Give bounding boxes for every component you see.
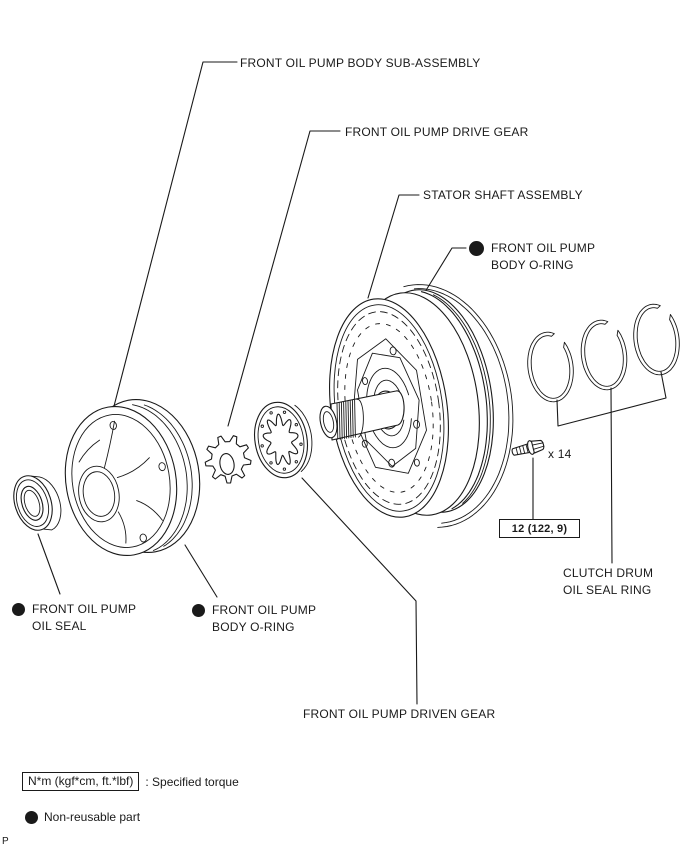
leader-lines bbox=[37, 61, 667, 705]
bolt-quantity-label: x 14 bbox=[548, 447, 572, 461]
front-oil-pump-body bbox=[64, 398, 201, 557]
leader-driven-gear bbox=[301, 477, 418, 705]
callout-text: FRONT OIL PUMP BODY O-RING bbox=[212, 602, 316, 636]
non-reusable-label: Non-reusable part bbox=[44, 810, 141, 824]
callout-text: FRONT OIL PUMP BODY O-RING bbox=[491, 240, 595, 274]
seal-ring-1 bbox=[527, 331, 574, 403]
bolt bbox=[511, 439, 545, 456]
leader-body-sub-assembly bbox=[112, 61, 238, 411]
leader-body-o-ring-upper bbox=[424, 247, 467, 293]
non-reusable-bullet-icon bbox=[469, 241, 484, 256]
callout-line: BODY O-RING bbox=[491, 258, 574, 272]
shaft-splines bbox=[336, 399, 356, 440]
stator-shaft bbox=[319, 390, 405, 441]
body-o-ring-upper-part bbox=[403, 284, 514, 528]
legend-torque: N*m (kgf*cm, ft.*lbf) : Specified torque bbox=[22, 772, 239, 791]
callout-body-sub-assembly: FRONT OIL PUMP BODY SUB-ASSEMBLY bbox=[240, 56, 481, 70]
pump-body-face-details bbox=[78, 420, 166, 544]
non-reusable-bullet-icon bbox=[192, 604, 205, 617]
leader-drive-gear bbox=[227, 130, 341, 427]
callout-line: FRONT OIL PUMP bbox=[32, 602, 137, 616]
front-oil-pump-driven-gear bbox=[254, 401, 313, 479]
callout-line: CLUTCH DRUM bbox=[563, 566, 654, 580]
callout-text: FRONT OIL PUMP OIL SEAL bbox=[32, 601, 136, 635]
seal-ring-3 bbox=[633, 303, 680, 376]
callout-driven-gear: FRONT OIL PUMP DRIVEN GEAR bbox=[303, 707, 496, 721]
non-reusable-bullet-icon bbox=[12, 603, 25, 616]
callout-body-o-ring-lower: FRONT OIL PUMP BODY O-RING bbox=[192, 602, 316, 636]
callout-drive-gear: FRONT OIL PUMP DRIVE GEAR bbox=[345, 125, 529, 139]
stator-shaft-assembly bbox=[319, 284, 514, 528]
callout-line: FRONT OIL PUMP bbox=[212, 603, 317, 617]
non-reusable-bullet-icon bbox=[25, 810, 38, 824]
front-oil-pump-oil-seal bbox=[13, 475, 62, 531]
callout-line: OIL SEAL bbox=[32, 619, 87, 633]
callout-line: OIL SEAL RING bbox=[563, 583, 652, 597]
callout-body-o-ring-upper: FRONT OIL PUMP BODY O-RING bbox=[469, 240, 595, 274]
callout-line: FRONT OIL PUMP bbox=[491, 241, 596, 255]
callout-clutch-drum-seal-ring: CLUTCH DRUM OIL SEAL RING bbox=[563, 565, 653, 599]
torque-meaning-label: : Specified torque bbox=[145, 774, 239, 789]
leader-stator-shaft bbox=[367, 194, 420, 299]
leader-oil-seal bbox=[37, 533, 61, 595]
body-o-ring-upper-part-inner bbox=[413, 288, 510, 524]
stator-face-holes bbox=[361, 346, 421, 468]
callout-oil-seal: FRONT OIL PUMP OIL SEAL bbox=[12, 601, 136, 635]
leader-body-o-ring-lower bbox=[184, 544, 218, 598]
callout-line: BODY O-RING bbox=[212, 620, 295, 634]
page-marker: P bbox=[2, 836, 9, 847]
legend-non-reusable: Non-reusable part bbox=[25, 810, 140, 824]
front-oil-pump-drive-gear bbox=[204, 435, 252, 484]
clutch-drum-oil-seal-rings bbox=[527, 303, 680, 403]
leader-seal-rings-bracket bbox=[556, 371, 667, 564]
torque-units-box: N*m (kgf*cm, ft.*lbf) bbox=[22, 772, 140, 791]
torque-spec-box: 12 (122, 9) bbox=[499, 519, 580, 538]
callout-stator-shaft: STATOR SHAFT ASSEMBLY bbox=[423, 188, 583, 202]
seal-ring-2 bbox=[580, 319, 628, 391]
driven-gear-holes bbox=[260, 410, 303, 471]
